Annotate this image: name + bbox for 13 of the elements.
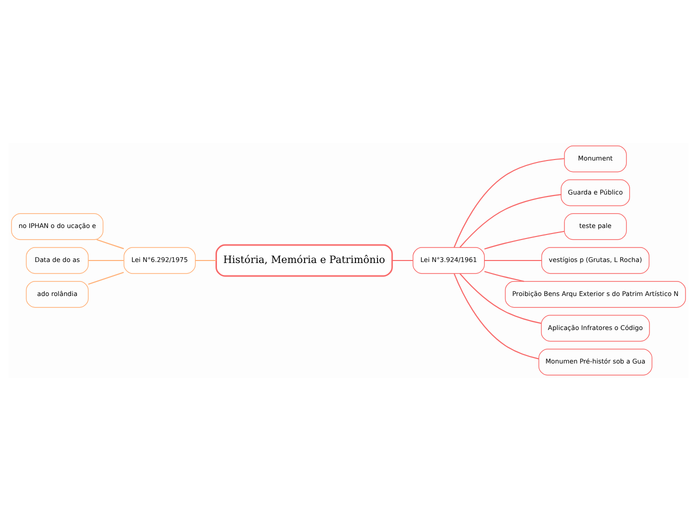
connector <box>88 259 124 261</box>
connector <box>484 259 542 261</box>
connector <box>484 270 524 282</box>
node-box: História, Memória e Patrimônio <box>216 244 393 276</box>
connector <box>454 272 539 359</box>
connector <box>484 230 564 249</box>
connector <box>88 271 124 284</box>
connector <box>96 238 124 249</box>
connector <box>195 259 216 261</box>
connector <box>454 158 564 248</box>
connector <box>460 272 542 324</box>
connector <box>460 194 562 248</box>
connector <box>392 259 413 261</box>
